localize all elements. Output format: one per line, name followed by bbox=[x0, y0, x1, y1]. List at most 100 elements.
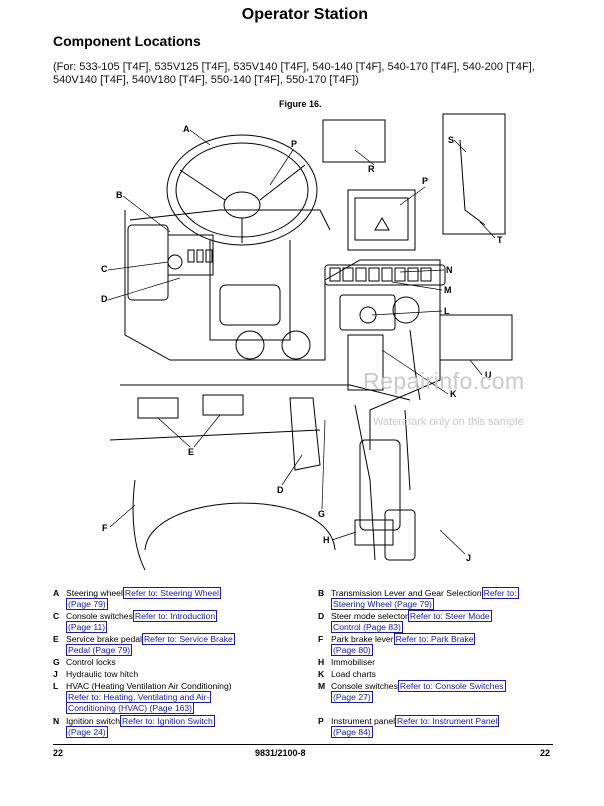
ignition-switch-drawing bbox=[167, 254, 183, 270]
legend-label: HVAC (Heating Ventilation Air Conditioni… bbox=[66, 681, 232, 691]
legend-label: Control locks bbox=[66, 657, 116, 667]
xref-link[interactable]: Steering Wheel (Page 79) bbox=[331, 598, 434, 610]
xref-link[interactable]: (Page 11) bbox=[66, 621, 108, 633]
legend-label: Hydraulic tow hitch bbox=[66, 669, 139, 679]
callout-k: K bbox=[450, 389, 457, 399]
inset-side-view bbox=[442, 113, 506, 235]
legend-letter: P bbox=[318, 716, 324, 726]
gauge-circle bbox=[392, 296, 420, 324]
xref-link[interactable]: (Page 80) bbox=[331, 644, 373, 656]
legend-label: Park brake lever bbox=[331, 634, 394, 644]
callout-s: S bbox=[448, 135, 454, 145]
xref-link[interactable]: Control (Page 83) bbox=[331, 621, 403, 633]
shift-boot bbox=[359, 439, 401, 531]
footer-rule bbox=[53, 744, 553, 745]
xref-link[interactable]: Refer to: Park Brake bbox=[393, 633, 476, 645]
xref-link[interactable]: Refer to: Ignition Switch bbox=[119, 715, 215, 727]
legend-letter: E bbox=[53, 634, 59, 644]
page-title: Operator Station bbox=[241, 6, 368, 23]
legend-label: Console switches bbox=[66, 611, 133, 621]
brake-pedal-right bbox=[202, 394, 244, 416]
legend-label: Transmission Lever and Gear Selection bbox=[331, 588, 482, 598]
xref-link[interactable]: (Page 27) bbox=[331, 691, 373, 703]
page-number-left: 22 bbox=[53, 748, 64, 758]
callout-j: J bbox=[466, 553, 471, 563]
watermark-sub: Watermark only on this sample bbox=[373, 416, 524, 428]
legend-letter: H bbox=[318, 657, 325, 667]
callout-g: G bbox=[318, 509, 325, 519]
document-number: 9831/2100-8 bbox=[255, 748, 306, 758]
legend-letter: B bbox=[318, 588, 325, 598]
xref-link[interactable]: Pedal (Page 79) bbox=[66, 644, 133, 656]
callout-p: P bbox=[291, 139, 297, 149]
callout-d2: D bbox=[277, 485, 284, 495]
xref-link[interactable]: (Page 24) bbox=[66, 726, 108, 738]
park-brake-lever-drawing bbox=[132, 479, 146, 571]
callout-h: H bbox=[323, 535, 330, 545]
seat-outline bbox=[144, 502, 336, 551]
floor-edge bbox=[120, 384, 411, 401]
legend-label: Service brake pedal bbox=[66, 634, 142, 644]
callout-e: E bbox=[188, 447, 194, 457]
legend-letter: K bbox=[318, 669, 325, 679]
legend-label: Console switches bbox=[331, 681, 398, 691]
xref-link[interactable]: Refer to: Console Switches bbox=[397, 680, 506, 692]
xref-link[interactable]: Refer to: Instrument Panel bbox=[395, 715, 500, 727]
callout-n: N bbox=[446, 265, 453, 275]
inset-warning-lights bbox=[322, 119, 386, 163]
xref-link[interactable]: Refer to: Heating, Ventilating and Air- bbox=[66, 691, 212, 703]
switch-panel bbox=[167, 234, 214, 276]
legend-label: Ignition switch bbox=[66, 716, 120, 726]
xref-link[interactable]: Refer to: bbox=[481, 587, 519, 599]
xref-link[interactable]: Refer to: Introduction bbox=[132, 610, 218, 622]
accelerator-pedal bbox=[289, 397, 321, 471]
operator-station-figure: A P B C D R S P T N M L U K E D G F H J bbox=[70, 110, 550, 580]
callout-u: U bbox=[485, 370, 492, 380]
legend-letter: A bbox=[53, 588, 60, 598]
legend-letter: D bbox=[318, 611, 325, 621]
watermark: Repairinfo.com bbox=[363, 368, 525, 394]
callout-r: R bbox=[368, 164, 375, 174]
legend-letter: M bbox=[318, 681, 326, 691]
callout-c: C bbox=[101, 264, 108, 274]
xref-link[interactable]: (Page 79) bbox=[66, 598, 108, 610]
steering-column bbox=[209, 240, 291, 341]
figure-caption: Figure 16. bbox=[279, 99, 322, 109]
xref-link[interactable]: (Page 84) bbox=[331, 726, 373, 738]
callout-m: M bbox=[444, 285, 452, 295]
legend-letter: C bbox=[53, 611, 60, 621]
legend-letter: N bbox=[53, 716, 60, 726]
callout-a: A bbox=[183, 124, 190, 134]
xref-link[interactable]: Refer to: Service Brake bbox=[141, 633, 235, 645]
xref-link[interactable]: Refer to: Steer Mode bbox=[407, 610, 492, 622]
xref-link[interactable]: Refer to: Steering Wheel bbox=[122, 587, 221, 599]
section-title: Component Locations bbox=[53, 33, 201, 49]
legend-text: HVAC (Heating Ventilation Air Conditioni… bbox=[66, 681, 298, 714]
callout-p2: P bbox=[422, 176, 428, 186]
console-switch-row bbox=[324, 264, 446, 286]
legend-label: Instrument panel bbox=[331, 716, 396, 726]
legend-letter: F bbox=[318, 634, 324, 644]
legend-label: Immobiliser bbox=[331, 657, 375, 667]
model-list: (For: 533-105 [T4F], 535V125 [T4F], 535V… bbox=[53, 61, 535, 86]
legend-letter: J bbox=[53, 669, 58, 679]
page-number-right: 22 bbox=[540, 748, 551, 758]
callout-l: L bbox=[444, 306, 450, 316]
load-chart-holder bbox=[347, 334, 384, 391]
instrument-panel-drawing bbox=[347, 189, 416, 251]
hvac-panel bbox=[339, 294, 396, 331]
xref-link[interactable]: Conditioning (HVAC) (Page 163) bbox=[66, 702, 195, 714]
brake-pedal-left bbox=[137, 397, 179, 419]
legend-label: Steer mode selector bbox=[331, 611, 408, 621]
operator-station-drawing: A P B C D R S P T N M L U K E D G F H J bbox=[101, 113, 513, 571]
legend-label: Steering wheel bbox=[66, 588, 123, 598]
callout-t: T bbox=[497, 235, 503, 245]
legend-label: Load charts bbox=[331, 669, 376, 679]
